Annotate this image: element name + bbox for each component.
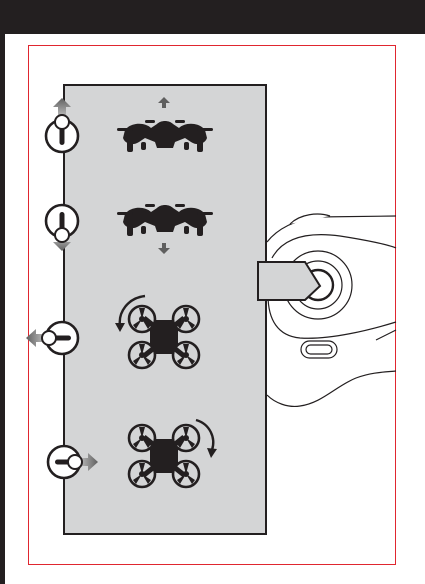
controller-illustration (267, 214, 396, 406)
drone-descend (117, 204, 213, 236)
drone-rotate-right (129, 425, 199, 487)
drone-up-arrow-icon (158, 97, 170, 108)
stick-left-icon (26, 322, 78, 354)
row-descend (46, 204, 213, 254)
drone-rotate-left (129, 306, 199, 368)
drone-down-arrow-icon (158, 243, 170, 254)
row-ascend (46, 97, 213, 152)
row-rotate-right (48, 420, 217, 487)
stick-down-icon (46, 205, 78, 251)
stick-up-icon (46, 98, 78, 152)
stick-right-icon (48, 446, 98, 478)
row-rotate-left (26, 296, 199, 368)
callout-join (259, 264, 267, 299)
drone-ascend (117, 120, 213, 152)
